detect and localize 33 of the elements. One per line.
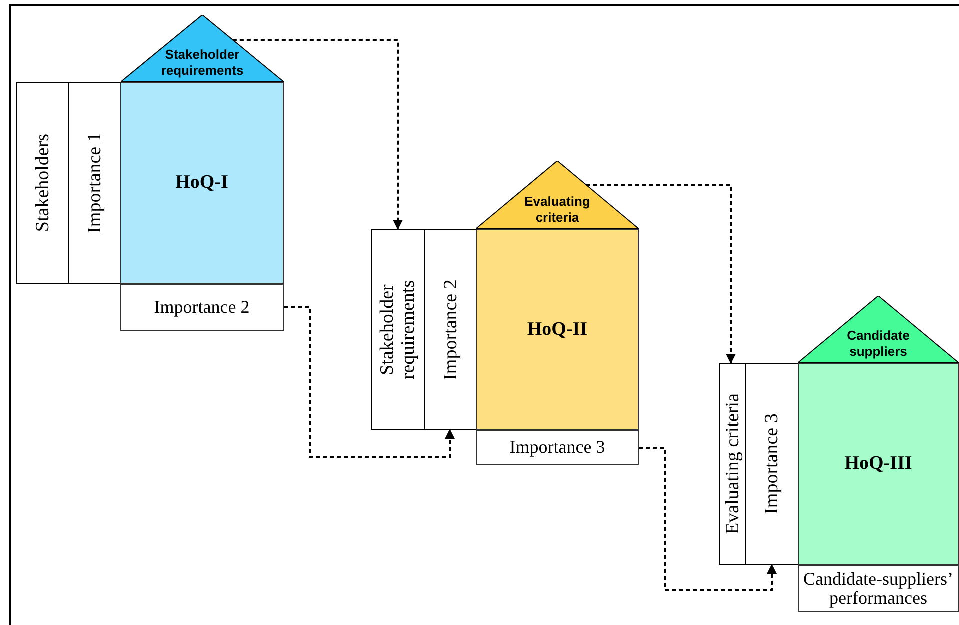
matrix-box bbox=[120, 82, 284, 284]
bottom-row-box bbox=[120, 284, 284, 331]
roof-label: Stakeholder requirements bbox=[160, 47, 245, 79]
roof-label: Evaluating criteria bbox=[524, 194, 592, 226]
roof-label: Candidate suppliers bbox=[846, 328, 911, 360]
dotted-arrow bbox=[639, 447, 777, 591]
column-header bbox=[371, 229, 425, 430]
dotted-arrow bbox=[284, 306, 455, 458]
header-label: Evaluating criteria bbox=[722, 392, 743, 536]
column-header bbox=[719, 363, 746, 565]
header-label: Importance 2 bbox=[154, 298, 250, 317]
matrix-title: HoQ-III bbox=[844, 453, 914, 475]
dotted-arrow bbox=[232, 39, 403, 230]
column-header bbox=[16, 82, 69, 284]
roof-triangle bbox=[798, 296, 959, 363]
header-label: Candidate-suppliers’ performances bbox=[802, 570, 954, 608]
column-header bbox=[745, 363, 799, 565]
column-header bbox=[68, 82, 121, 284]
header-label: Importance 3 bbox=[762, 412, 782, 516]
column-header bbox=[424, 229, 477, 430]
matrix-box bbox=[476, 229, 639, 430]
header-label: Stakeholders bbox=[32, 132, 53, 234]
matrix-box bbox=[798, 363, 959, 565]
bottom-row-box bbox=[476, 430, 639, 465]
header-label: Importance 1 bbox=[84, 132, 105, 236]
roof-triangle bbox=[121, 15, 284, 82]
header-label: Stakeholder requirements bbox=[377, 278, 419, 382]
header-label: Importance 3 bbox=[510, 438, 606, 457]
dotted-arrow bbox=[586, 184, 736, 364]
roof-triangle bbox=[476, 161, 639, 229]
matrix-title: HoQ-II bbox=[526, 318, 589, 340]
header-label: Importance 2 bbox=[440, 278, 461, 382]
matrix-title: HoQ-I bbox=[174, 172, 230, 194]
